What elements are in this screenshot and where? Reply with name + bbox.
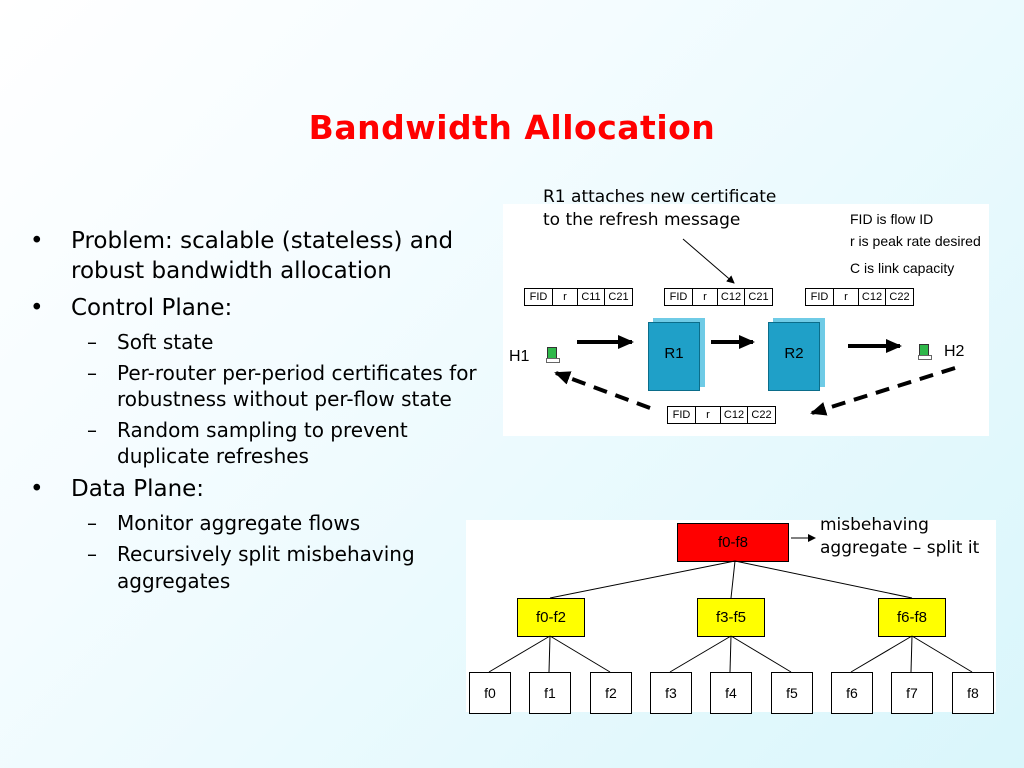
misbehaving-callout: misbehaving aggregate – split it (820, 514, 979, 560)
tree-mid-node: f3-f5 (697, 598, 765, 637)
header-field: C11 (578, 289, 605, 305)
header-field: r (696, 407, 721, 423)
tree-leaf-node: f7 (891, 672, 933, 714)
router-r2: R2 (768, 322, 820, 391)
header-field: C22 (889, 291, 910, 303)
header-field: C12 (718, 289, 745, 305)
sub-bullet-random-sampling: Random sampling to prevent duplicate ref… (30, 417, 480, 470)
message-header-3: FID r C12 C22 (805, 288, 914, 306)
misbehaving-callout-line1: misbehaving (820, 515, 929, 535)
tree-leaf-node: f8 (952, 672, 994, 714)
sub-bullet-certificates: Per-router per-period certificates for r… (30, 360, 480, 413)
header-field: FID (668, 407, 696, 423)
sub-bullet-monitor: Monitor aggregate flows (30, 510, 480, 537)
certificate-callout-line1: R1 attaches new certificate (543, 187, 777, 207)
tree-leaf-node: f5 (771, 672, 813, 714)
certificate-callout: R1 attaches new certificate to the refre… (543, 186, 776, 232)
header-field: C12 (859, 289, 886, 305)
legend: FID is flow ID r is peak rate desired C … (850, 208, 981, 279)
certificate-callout-line2: to the refresh message (543, 209, 741, 230)
tree-mid-node: f6-f8 (878, 598, 946, 637)
bullet-data-plane: Data Plane: (30, 474, 480, 505)
host-h1-label: H1 (509, 348, 530, 365)
header-field: FID (806, 289, 834, 305)
header-field: r (553, 289, 578, 305)
host-h1-icon (546, 347, 560, 363)
sub-bullet-soft-state: Soft state (30, 329, 480, 356)
misbehaving-callout-line2: aggregate – split it (820, 537, 980, 558)
return-message-header: FID r C12 C22 (667, 406, 776, 424)
legend-c: C is link capacity (850, 259, 955, 276)
tree-leaf-node: f0 (469, 672, 511, 714)
host-h2-icon (918, 344, 932, 360)
slide-title: Bandwidth Allocation (308, 108, 716, 147)
tree-leaf-node: f2 (590, 672, 632, 714)
bullet-problem: Problem: scalable (stateless) and robust… (30, 226, 480, 287)
header-field: FID (525, 289, 553, 305)
tree-leaf-node: f6 (831, 672, 873, 714)
legend-fid: FID is flow ID (850, 211, 934, 227)
header-field: C22 (751, 409, 772, 421)
tree-leaf-node: f1 (529, 672, 571, 714)
header-field: C12 (721, 407, 748, 423)
legend-r: r is peak rate desired (850, 233, 981, 250)
bullet-list: Problem: scalable (stateless) and robust… (30, 226, 480, 598)
host-h2-label: H2 (944, 343, 965, 360)
header-field: FID (665, 289, 693, 305)
header-field: C21 (608, 291, 629, 303)
header-field: C21 (748, 291, 769, 303)
tree-mid-node: f0-f2 (517, 598, 585, 637)
header-field: r (834, 289, 859, 305)
tree-root-node: f0-f8 (677, 523, 789, 562)
bullet-control-plane: Control Plane: (30, 293, 480, 324)
router-r1-label: R1 (664, 345, 684, 362)
router-r2-label: R2 (784, 345, 804, 362)
tree-leaf-node: f3 (650, 672, 692, 714)
router-r1: R1 (648, 322, 700, 391)
tree-leaf-node: f4 (710, 672, 752, 714)
message-header-2: FID r C12 C21 (664, 288, 773, 306)
sub-bullet-split: Recursively split misbehaving aggregates (30, 541, 480, 594)
header-field: r (693, 289, 718, 305)
message-header-1: FID r C11 C21 (524, 288, 633, 306)
